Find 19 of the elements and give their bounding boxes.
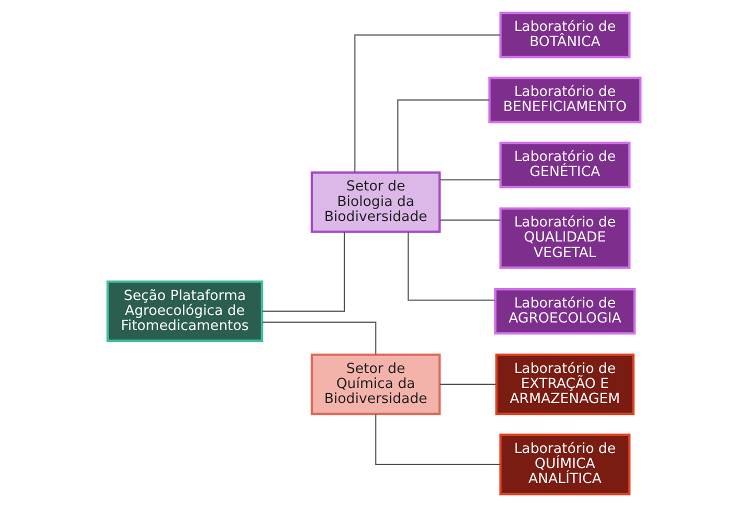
node-box: Setor de Biologia da Biodiversidade (310, 171, 440, 233)
connector (374, 414, 500, 466)
connector (262, 322, 376, 354)
connector (439, 220, 500, 221)
node-box: Laboratório de BENEFICIAMENTO (488, 76, 642, 124)
connector (262, 232, 344, 312)
node-box: Laboratório de QUÍMICA ANALÍTICA (498, 434, 630, 496)
node-box: Seção Plataforma Agroecológica de Fitomedicamentos (106, 280, 263, 342)
node-box: Laboratório de AGROECOLOGIA (494, 288, 636, 334)
connector (354, 34, 500, 172)
node-box: Setor de Química da Biodiversidade (310, 354, 440, 416)
node-box: Laboratório de GENÉTICA (498, 142, 630, 188)
connector (407, 232, 494, 301)
connector (439, 179, 500, 180)
node-box: Laboratório de BOTÂNICA (498, 12, 630, 58)
node-box: Laboratório de QUALIDADE VEGETAL (498, 207, 630, 269)
connector (396, 99, 489, 172)
connector (439, 384, 496, 385)
node-box: Laboratório de EXTRAÇÃO E ARMAZENAGEM (494, 354, 634, 416)
